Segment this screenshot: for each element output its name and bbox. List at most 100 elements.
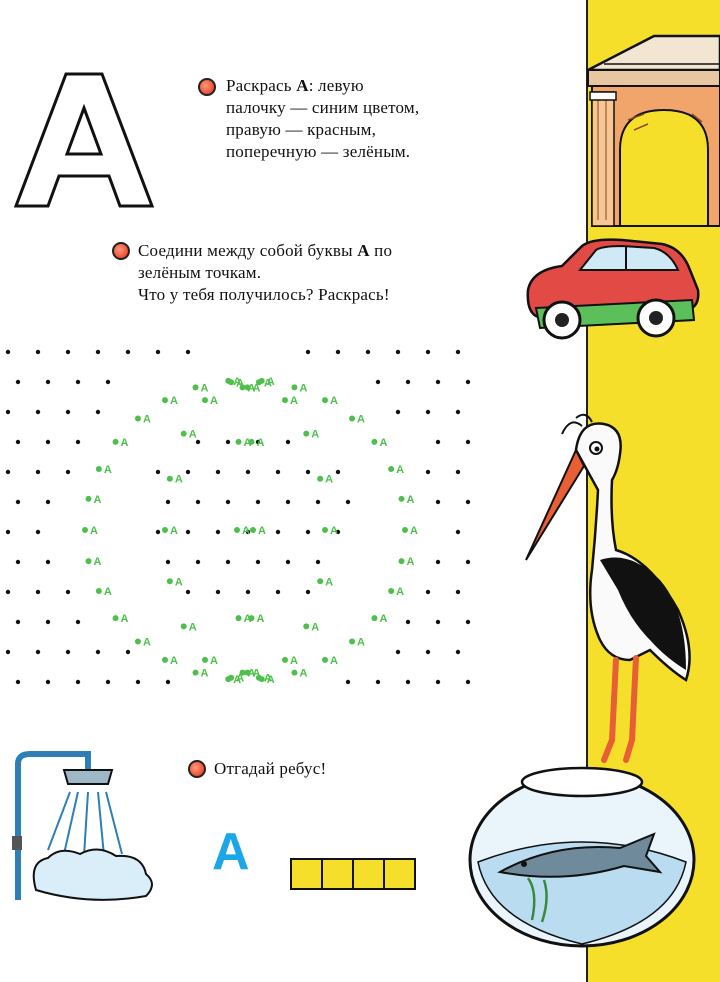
dot-letter-a: А [396,464,404,476]
black-dot [215,529,221,535]
dot-letter-a: А [264,377,272,389]
green-dot[interactable] [349,638,356,645]
green-dot[interactable] [291,669,298,676]
green-dot[interactable] [85,495,92,502]
green-dot[interactable] [166,578,173,585]
green-dot[interactable] [244,669,251,676]
green-dot[interactable] [322,527,328,533]
green-dot[interactable] [248,615,255,622]
black-dot [105,379,111,385]
green-dot[interactable] [112,615,119,622]
black-dot [65,589,71,595]
green-dot[interactable] [244,384,251,391]
dot-letter-a: А [267,674,275,686]
black-dot [215,589,221,595]
black-dot [105,679,111,685]
black-dot [395,349,401,355]
black-dot [45,559,51,565]
green-dot[interactable] [250,527,256,533]
green-dot[interactable] [228,379,235,386]
dot-letter-a: А [170,655,178,667]
green-dot[interactable] [162,397,168,404]
black-dot [75,679,81,685]
green-dot[interactable] [349,415,356,422]
green-dot[interactable] [398,495,405,502]
green-dot[interactable] [112,438,119,445]
green-dot[interactable] [317,578,324,585]
rebus-letter: А [212,823,250,881]
green-dot[interactable] [162,527,168,533]
green-dot[interactable] [202,656,208,663]
answer-box[interactable] [321,858,354,890]
green-dot[interactable] [192,384,199,391]
black-dot [75,439,81,445]
dot-letter-a: А [311,429,319,441]
black-dot [155,529,161,535]
green-dot[interactable] [291,384,298,391]
black-dot [455,349,461,355]
green-dot[interactable] [371,438,378,445]
answer-box[interactable] [290,858,323,890]
dot-letter-a: А [330,655,338,667]
green-dot[interactable] [322,397,328,404]
green-dot[interactable] [282,397,288,404]
black-dot [365,349,371,355]
green-dot[interactable] [134,415,141,422]
green-dot[interactable] [248,438,255,445]
green-dot[interactable] [322,656,328,663]
black-dot [455,649,461,655]
green-dot[interactable] [402,527,408,533]
black-dot [195,559,201,565]
black-dot [225,439,231,445]
black-dot [375,379,381,385]
green-dot[interactable] [388,465,395,472]
green-dot[interactable] [166,475,173,482]
green-dot[interactable] [95,588,102,595]
black-dot [65,469,71,475]
green-dot[interactable] [398,558,405,565]
stork-icon [525,413,691,763]
green-dot[interactable] [234,527,240,533]
green-dot[interactable] [134,638,141,645]
dot-letter-a: А [143,414,151,426]
green-dot[interactable] [180,430,187,437]
black-dot [215,469,221,475]
black-dot [35,529,41,535]
green-dot[interactable] [317,475,324,482]
green-dot[interactable] [162,656,168,663]
green-dot[interactable] [239,669,246,676]
black-dot [425,589,431,595]
green-dot[interactable] [303,430,310,437]
green-dot[interactable] [282,656,288,663]
answer-box[interactable] [383,858,416,890]
green-dot[interactable] [202,397,208,404]
green-dot[interactable] [235,615,242,622]
green-dot[interactable] [95,465,102,472]
green-dot[interactable] [192,669,199,676]
black-dot [245,589,251,595]
black-dot [305,589,311,595]
green-dot[interactable] [255,379,262,386]
green-dot[interactable] [180,623,187,630]
dot-letter-a: А [189,621,197,633]
green-dot[interactable] [371,615,378,622]
big-letter-a-outline [14,72,154,208]
dot-letter-a: А [396,586,404,598]
green-dot[interactable] [239,384,246,391]
green-dot[interactable] [255,674,262,681]
green-dot[interactable] [228,674,235,681]
dot-letter-a: А [175,474,183,486]
dot-letter-a: А [379,437,387,449]
green-dot[interactable] [235,438,242,445]
black-dot [135,679,141,685]
dot-letter-a: А [410,525,418,537]
green-dot[interactable] [303,623,310,630]
rebus-answer-boxes[interactable] [290,858,416,890]
dot-letter-a: А [290,655,298,667]
green-dot[interactable] [82,527,88,533]
green-dot[interactable] [85,558,92,565]
green-dot[interactable] [388,588,395,595]
answer-box[interactable] [352,858,385,890]
dot-letter-a: А [189,429,197,441]
